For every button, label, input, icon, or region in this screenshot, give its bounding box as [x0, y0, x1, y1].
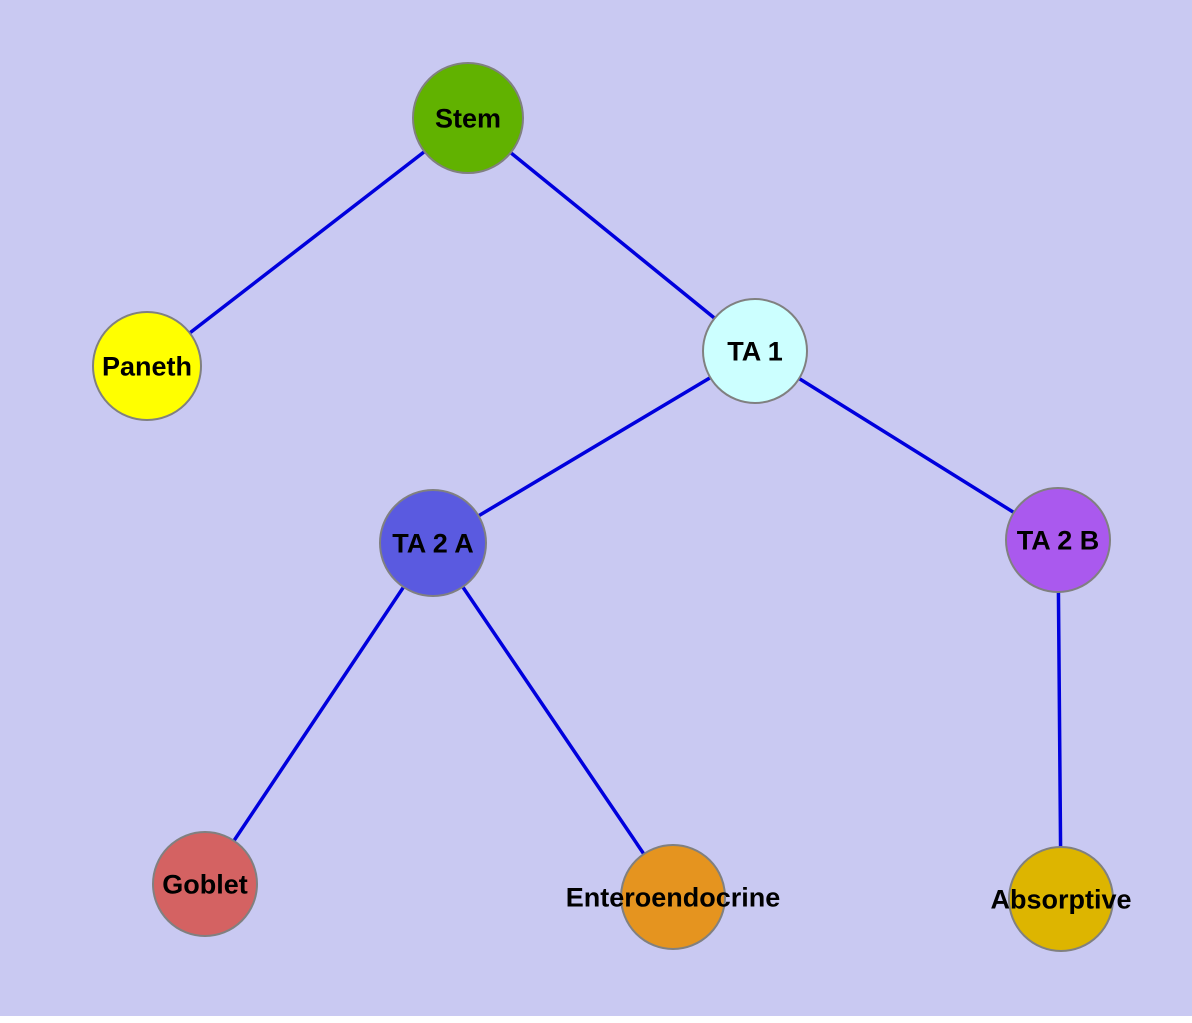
node-enteroendocrine[interactable]: Enteroendocrine: [566, 844, 781, 950]
node-label-ta-1: TA 1: [727, 336, 783, 366]
edge-ta-1-ta-2-a: [431, 349, 757, 545]
node-label-absorptive: Absorptive: [990, 884, 1131, 914]
node-circle-absorptive[interactable]: [1008, 846, 1114, 952]
edge-stem-paneth: [145, 116, 470, 368]
edge-ta-2-a-goblet: [203, 541, 435, 886]
edge-ta-2-a-enteroendocrine: [431, 541, 675, 899]
node-ta-2-b[interactable]: TA 2 B: [1005, 487, 1111, 593]
node-circle-ta-1[interactable]: [702, 298, 808, 404]
node-circle-ta-2-b[interactable]: [1005, 487, 1111, 593]
node-label-ta-2-b: TA 2 B: [1017, 525, 1100, 555]
node-circle-stem[interactable]: [412, 62, 524, 174]
node-ta-2-a[interactable]: TA 2 A: [379, 489, 487, 597]
edge-ta-2-b-absorptive: [1056, 538, 1063, 901]
node-label-paneth: Paneth: [102, 351, 192, 381]
node-stem[interactable]: Stem: [412, 62, 524, 174]
node-circle-goblet[interactable]: [152, 831, 258, 937]
edge-ta-1-ta-2-b: [753, 349, 1060, 542]
node-label-stem: Stem: [435, 103, 501, 133]
node-ta-1[interactable]: TA 1: [702, 298, 808, 404]
node-label-ta-2-a: TA 2 A: [392, 528, 474, 558]
node-label-enteroendocrine: Enteroendocrine: [566, 882, 781, 912]
node-circle-paneth[interactable]: [92, 311, 202, 421]
node-circle-ta-2-a[interactable]: [379, 489, 487, 597]
node-label-goblet: Goblet: [162, 869, 248, 899]
node-goblet[interactable]: Goblet: [152, 831, 258, 937]
node-paneth[interactable]: Paneth: [92, 311, 202, 421]
node-circle-enteroendocrine[interactable]: [620, 844, 726, 950]
edge-stem-ta-1: [466, 116, 757, 353]
node-absorptive[interactable]: Absorptive: [990, 846, 1132, 952]
